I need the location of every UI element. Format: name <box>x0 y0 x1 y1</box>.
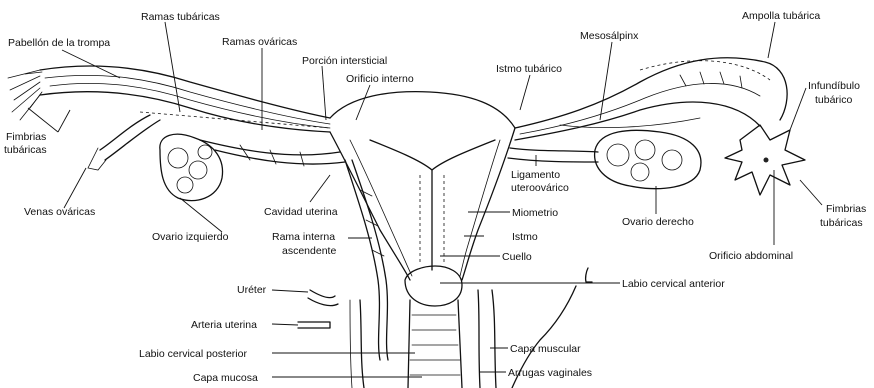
label-rama-interna-line2: ascendente <box>282 245 336 257</box>
label-labio-anterior: Labio cervical anterior <box>622 278 725 290</box>
cervix <box>405 266 462 388</box>
label-labio-posterior: Labio cervical posterior <box>139 348 247 360</box>
label-mesosalpinx: Mesosálpinx <box>580 30 639 42</box>
uterine-cavity <box>370 140 495 270</box>
label-capa-mucosa: Capa mucosa <box>193 372 258 384</box>
left-uterine-artery <box>345 160 388 360</box>
label-orificio-interno: Orificio interno <box>346 73 414 85</box>
label-fimbrias-izq-line1: Fimbrias <box>6 131 46 143</box>
label-ovario-izquierdo: Ovario izquierdo <box>152 231 229 243</box>
label-ramas-ovaricas: Ramas ováricas <box>222 36 297 48</box>
label-istmo-tubarico: Istmo tubárico <box>496 63 562 75</box>
left-fimbriae <box>8 70 42 120</box>
label-ovario-derecho: Ovario derecho <box>622 216 694 228</box>
label-ureter: Uréter <box>237 284 267 296</box>
label-pabellon: Pabellón de la trompa <box>8 37 110 49</box>
left-ovary <box>160 134 223 200</box>
label-rama-interna-line1: Rama interna <box>272 231 335 243</box>
label-infundibulo-line1: Infundíbulo <box>808 80 860 92</box>
label-fimbrias-izq-line2: tubáricas <box>4 144 47 156</box>
label-cavidad-uterina: Cavidad uterina <box>264 206 338 218</box>
ureter-vessel <box>298 290 338 328</box>
label-arrugas-vaginales: Arrugas vaginales <box>508 367 592 379</box>
labels: Pabellón de la trompa Ramas tubáricas Ra… <box>4 10 866 384</box>
left-uterine-tube <box>40 66 330 132</box>
uterus-body <box>330 92 515 280</box>
label-ramas-tubaricas: Ramas tubáricas <box>141 11 220 23</box>
right-ovarian-ligament <box>508 148 598 162</box>
label-cuello: Cuello <box>502 251 532 263</box>
label-infundibulo-line2: tubárico <box>815 94 853 106</box>
label-ligamento-line1: Ligamento <box>511 169 560 181</box>
label-ligamento-line2: uteroovárico <box>511 182 569 194</box>
label-capa-muscular: Capa muscular <box>510 343 581 355</box>
mesosalpinx <box>560 118 700 128</box>
label-porcion-intersticial: Porción intersticial <box>302 55 387 67</box>
label-istmo: Istmo <box>512 231 538 243</box>
label-miometrio: Miometrio <box>512 207 558 219</box>
right-ovary <box>595 130 701 188</box>
label-fimbrias-der-line1: Fimbrias <box>826 203 866 215</box>
label-orificio-abdominal: Orificio abdominal <box>709 250 793 262</box>
leader-lines <box>28 22 822 377</box>
label-arteria-uterina: Arteria uterina <box>191 319 257 331</box>
label-fimbrias-der-line2: tubáricas <box>820 217 863 229</box>
label-ampolla-tubarica: Ampolla tubárica <box>742 10 820 22</box>
right-fimbriae <box>725 125 805 195</box>
left-ovarian-veins <box>88 115 160 170</box>
label-venas-ovaricas: Venas ováricas <box>24 206 95 218</box>
